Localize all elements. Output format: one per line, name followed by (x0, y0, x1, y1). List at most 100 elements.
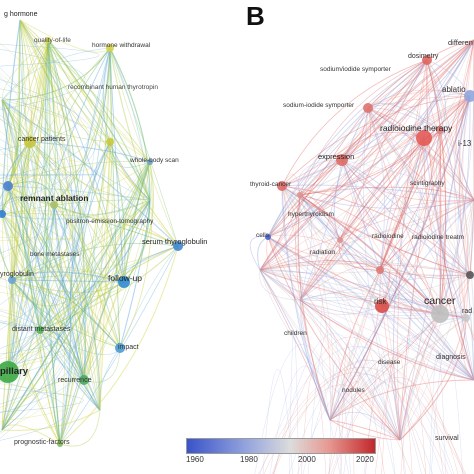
network-edge (7, 204, 55, 373)
legend-tick: 2000 (298, 455, 316, 464)
network-edge (399, 317, 467, 441)
network-edge (362, 107, 401, 441)
network-edge (1, 213, 13, 373)
network-edge (53, 204, 85, 381)
network-edge (299, 274, 471, 301)
network-edge (11, 47, 111, 281)
network-label-b: radioiodine therapy (380, 123, 453, 133)
network-edge (0, 79, 97, 206)
network-edge (379, 269, 474, 381)
network-edge (343, 362, 396, 474)
network-label-b: sodium/iodide symporter (320, 66, 392, 73)
network-edge (381, 95, 471, 307)
network-edge (299, 95, 471, 301)
network-edge (53, 199, 151, 206)
network-edge (69, 141, 111, 301)
network-edge (109, 141, 151, 201)
network-edge (259, 269, 441, 315)
network-edge (297, 194, 331, 421)
network-edge (7, 47, 111, 373)
network-edge (0, 202, 61, 366)
network-label-a: yroglobulin (0, 271, 34, 278)
network-edge (19, 19, 179, 247)
network-edge (437, 129, 474, 381)
network-node (337, 237, 343, 243)
network-edge (53, 204, 85, 381)
network-edge (1, 199, 151, 431)
network-edge (423, 137, 474, 381)
network-edge (1, 161, 151, 431)
network-edge (1, 99, 121, 349)
network-edge (1, 47, 111, 215)
network-edge (339, 199, 474, 241)
network-edge (281, 185, 383, 307)
network-edge (267, 39, 474, 238)
network-edge (53, 199, 151, 215)
network-edge (281, 185, 331, 421)
network-edge (1, 213, 71, 301)
network-edge (123, 199, 151, 283)
network-edge (11, 279, 85, 381)
network-edge (29, 39, 51, 143)
network-edge (267, 95, 471, 238)
network-node (265, 234, 271, 240)
network-edge (25, 141, 41, 331)
network-edge (460, 274, 474, 381)
network-edge (299, 194, 312, 301)
network-edge (109, 47, 179, 247)
network-edge (299, 59, 428, 196)
network-edge (47, 39, 121, 349)
network-edge (367, 107, 441, 137)
network-edge (367, 103, 425, 139)
network-edge (329, 419, 401, 441)
network-edge (367, 107, 474, 201)
network-label-b: expression (318, 152, 354, 161)
network-edge (439, 95, 471, 315)
network-node (466, 271, 474, 279)
network-node (431, 305, 449, 323)
network-edge (7, 181, 55, 206)
network-edge (259, 107, 369, 271)
network-edge (19, 19, 101, 411)
network-edge (259, 269, 383, 307)
network-edge (52, 299, 71, 445)
network-edge (1, 213, 179, 247)
network-label-b: survival (435, 435, 459, 442)
network-edge (39, 39, 49, 331)
network-edge (341, 39, 474, 161)
network-edge (39, 245, 179, 331)
network-edge (281, 185, 301, 301)
network-edge (0, 106, 96, 433)
network-edge (53, 47, 111, 206)
network-edge (11, 279, 125, 293)
network-edge (267, 236, 474, 381)
network-edge (11, 279, 61, 445)
network-edge (7, 185, 85, 381)
network-edge (39, 39, 56, 331)
network-edge (341, 159, 441, 315)
network-edge (259, 129, 441, 271)
network-edge (341, 132, 425, 161)
network-label-a: pillary (0, 366, 29, 377)
network-edge (299, 194, 383, 307)
network-edge (259, 269, 331, 421)
network-edge (399, 137, 425, 441)
network-edge (21, 141, 41, 331)
network-edge (299, 95, 471, 301)
network-node (50, 201, 58, 209)
network-edge (267, 39, 474, 238)
network-edge (99, 47, 111, 411)
network-edge (109, 141, 151, 201)
network-edge (262, 368, 293, 474)
network-edge (1, 99, 151, 201)
network-edge (11, 279, 121, 349)
network-edge (59, 161, 151, 445)
network-edge (99, 347, 121, 411)
network-edge (299, 39, 474, 196)
network-edge (299, 137, 425, 196)
network-edge (19, 19, 125, 283)
network-edge (367, 107, 471, 276)
network-edge (1, 199, 151, 431)
network-edge (267, 236, 441, 315)
